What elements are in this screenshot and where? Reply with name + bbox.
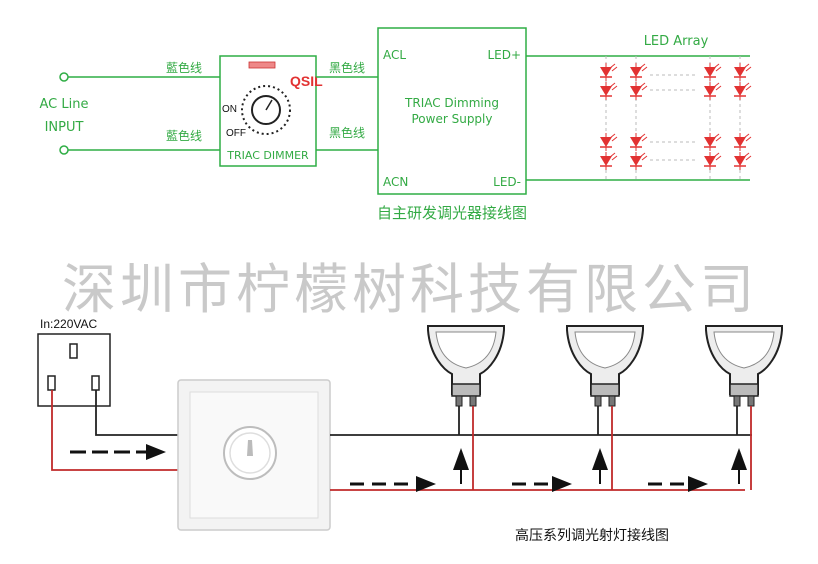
wall-dimmer-knob-marker [247, 440, 253, 456]
psu-title-line2: Power Supply [412, 112, 493, 126]
bulb [705, 325, 783, 407]
bottom-diagram: In:220VAC [37, 317, 783, 544]
dimmer-title: TRIAC DIMMER [226, 149, 309, 162]
led [703, 132, 722, 152]
led [599, 132, 618, 152]
wire-blue-bottom-label: 藍色线 [166, 129, 202, 143]
dimmer-brand: QSIL [290, 73, 323, 89]
led [733, 132, 752, 152]
wire-blue-top-label: 藍色线 [166, 61, 202, 75]
led-array-label: LED Array [644, 34, 709, 49]
led [629, 81, 648, 101]
psu-led-minus: LED- [493, 175, 521, 189]
bulb [427, 325, 505, 407]
psu-box [377, 27, 527, 195]
led [733, 81, 752, 101]
input-terminal-bottom [59, 145, 69, 155]
flow-arrow-input [70, 444, 166, 460]
led [703, 62, 722, 82]
dimmer-brand-bar [248, 61, 276, 69]
psu-acn: ACN [383, 175, 408, 189]
top-caption: 自主研发调光器接线图 [377, 204, 527, 222]
wire-black-bottom-label: 黑色线 [329, 126, 365, 140]
led [629, 132, 648, 152]
psu-acl: ACL [383, 48, 406, 62]
wall-dimmer-knob-inner [229, 432, 271, 474]
bottom-caption: 高压系列调光射灯接线图 [515, 527, 669, 544]
led [599, 62, 618, 82]
socket-label: In:220VAC [40, 317, 97, 331]
flow-arrow-right-1 [350, 476, 436, 492]
led [733, 151, 752, 171]
input-label-line1: AC Line [40, 97, 89, 112]
flow-arrow-up-3 [731, 448, 747, 484]
dimmer-on-label: ON [222, 104, 237, 115]
psu-led-plus: LED+ [487, 48, 521, 62]
input-label-line2: INPUT [45, 120, 84, 135]
led-array [599, 56, 752, 180]
led [599, 151, 618, 171]
led [629, 62, 648, 82]
wire-socket-live [51, 390, 190, 471]
dimmer-knob-pointer [265, 99, 273, 111]
company-watermark: 深圳市柠檬树科技有限公司 [62, 258, 758, 321]
led [703, 81, 722, 101]
input-terminal-top [59, 72, 69, 82]
led [703, 151, 722, 171]
top-diagram: AC Line INPUT 藍色线 藍色线 QSIL ON OFF TRIAC … [40, 27, 752, 222]
flow-arrow-up-2 [592, 448, 608, 484]
dimmer-knob-ring [241, 85, 291, 135]
led [733, 62, 752, 82]
bulb [566, 325, 644, 407]
dimmer-off-label: OFF [226, 128, 246, 139]
led [599, 81, 618, 101]
led [629, 151, 648, 171]
psu-title-line1: TRIAC Dimming [404, 96, 499, 110]
flow-arrow-up-1 [453, 448, 469, 484]
flow-arrow-right-3 [648, 476, 708, 492]
socket-slot-right [91, 375, 100, 391]
socket-slot-top [69, 343, 78, 359]
wire-black-top-label: 黑色线 [329, 61, 365, 75]
socket-slot-left [47, 375, 56, 391]
wire-socket-neutral [95, 390, 190, 436]
flow-arrow-right-2 [512, 476, 572, 492]
